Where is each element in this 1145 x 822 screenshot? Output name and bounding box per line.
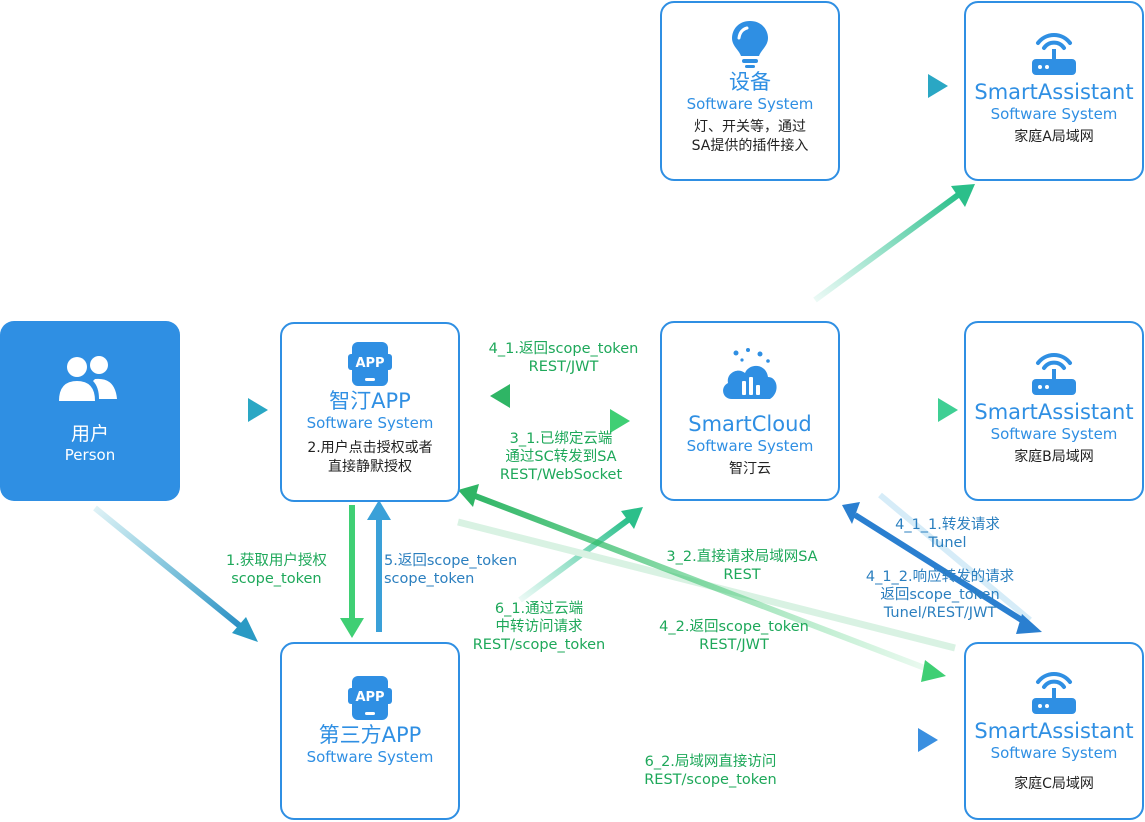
- edge-label-3-1: 3_1.已绑定云端 通过SC转发到SA REST/WebSocket: [499, 431, 623, 483]
- edge-1: [340, 505, 364, 638]
- sa-b-node[interactable]: SmartAssistant Software System 家庭B局域网: [964, 321, 1144, 501]
- third-app-title: 第三方APP: [318, 723, 422, 747]
- edge-label-6-1: 6_1.通过云端 中转访问请求 REST/scope_token: [472, 601, 606, 653]
- app-icon: APP: [348, 676, 392, 720]
- edge-label-5: 5.返回scope_token scope_token: [384, 553, 518, 587]
- edge-label-4-2: 4_2.返回scope_token REST/JWT: [659, 619, 809, 653]
- svg-text:APP: APP: [355, 690, 384, 705]
- sa-a-desc: 家庭A局域网: [1014, 129, 1094, 145]
- router-icon: [1032, 672, 1076, 714]
- smartcloud-node[interactable]: SmartCloud Software System 智汀云: [660, 321, 840, 501]
- zhiting-app-desc: 2.用户点击授权或者 直接静默授权: [307, 440, 433, 475]
- router-icon: [1032, 33, 1076, 75]
- third-app-sub: Software System: [306, 748, 434, 766]
- sa-c-title: SmartAssistant: [974, 719, 1134, 743]
- smartcloud-sub: Software System: [686, 437, 814, 455]
- person-sub: Person: [64, 446, 116, 464]
- smartcloud-desc: 智汀云: [729, 461, 771, 477]
- third-app-node[interactable]: APP 第三方APP Software System: [280, 642, 460, 820]
- device-title: 设备: [729, 70, 771, 94]
- app-icon: APP: [348, 342, 392, 386]
- edge-label-4-1-1: 4_1_1.转发请求 Tunel: [895, 517, 1000, 551]
- device-node[interactable]: 设备 Software System 灯、开关等，通过 SA提供的插件接入: [660, 1, 840, 181]
- edge-label-3-2: 3_2.直接请求局域网SA REST: [666, 549, 818, 583]
- sa-a-title: SmartAssistant: [974, 80, 1134, 104]
- edge-cloud-sa-c: [842, 492, 1042, 634]
- device-sub: Software System: [686, 95, 814, 113]
- edge-label-1: 1.获取用户授权 scope_token: [226, 553, 327, 587]
- edge-label-6-2: 6_2.局域网直接访问 REST/scope_token: [644, 754, 777, 788]
- cloud-icon: [723, 348, 777, 399]
- edge-device-sa-a: [852, 74, 948, 98]
- edge-cloud-sa-b: [852, 398, 958, 422]
- sa-b-sub: Software System: [990, 425, 1118, 443]
- svg-text:APP: APP: [355, 356, 384, 371]
- sa-c-sub: Software System: [990, 744, 1118, 762]
- zhiting-app-sub: Software System: [306, 414, 434, 432]
- sa-c-node[interactable]: SmartAssistant Software System 家庭C局域网: [964, 642, 1144, 820]
- person-title: 用户: [70, 423, 109, 445]
- edge-4-1: [490, 384, 628, 408]
- smartcloud-title: SmartCloud: [688, 412, 812, 436]
- edge-label-4-1: 4_1.返回scope_token REST/JWT: [488, 341, 639, 375]
- edge-5: [367, 500, 391, 632]
- lightbulb-icon: [732, 21, 768, 68]
- users-icon: [59, 356, 117, 401]
- sa-a-node[interactable]: SmartAssistant Software System 家庭A局域网: [964, 1, 1144, 181]
- device-desc: 灯、开关等，通过 SA提供的插件接入: [691, 119, 809, 154]
- router-icon: [1032, 353, 1076, 395]
- person-node[interactable]: 用户 Person: [0, 321, 180, 501]
- sa-b-desc: 家庭B局域网: [1014, 449, 1094, 465]
- sa-a-sub: Software System: [990, 105, 1118, 123]
- edge-person-third: [93, 505, 258, 642]
- zhiting-app-node[interactable]: APP 智汀APP Software System 2.用户点击授权或者 直接静…: [280, 322, 460, 502]
- edge-label-4-1-2: 4_1_2.响应转发的请求 返回scope_token Tunel/REST/J…: [865, 569, 1015, 621]
- edge-cloud-sa-a: [813, 184, 975, 303]
- zhiting-app-title: 智汀APP: [329, 389, 411, 413]
- edge-6-2: [488, 728, 938, 752]
- edge-person-zhiting: [192, 398, 268, 422]
- edge-4-2: [458, 484, 946, 682]
- edge-3-1: [490, 409, 630, 433]
- sa-b-title: SmartAssistant: [974, 400, 1134, 424]
- sa-c-desc: 家庭C局域网: [1014, 776, 1094, 792]
- edge-6-1: [518, 507, 643, 603]
